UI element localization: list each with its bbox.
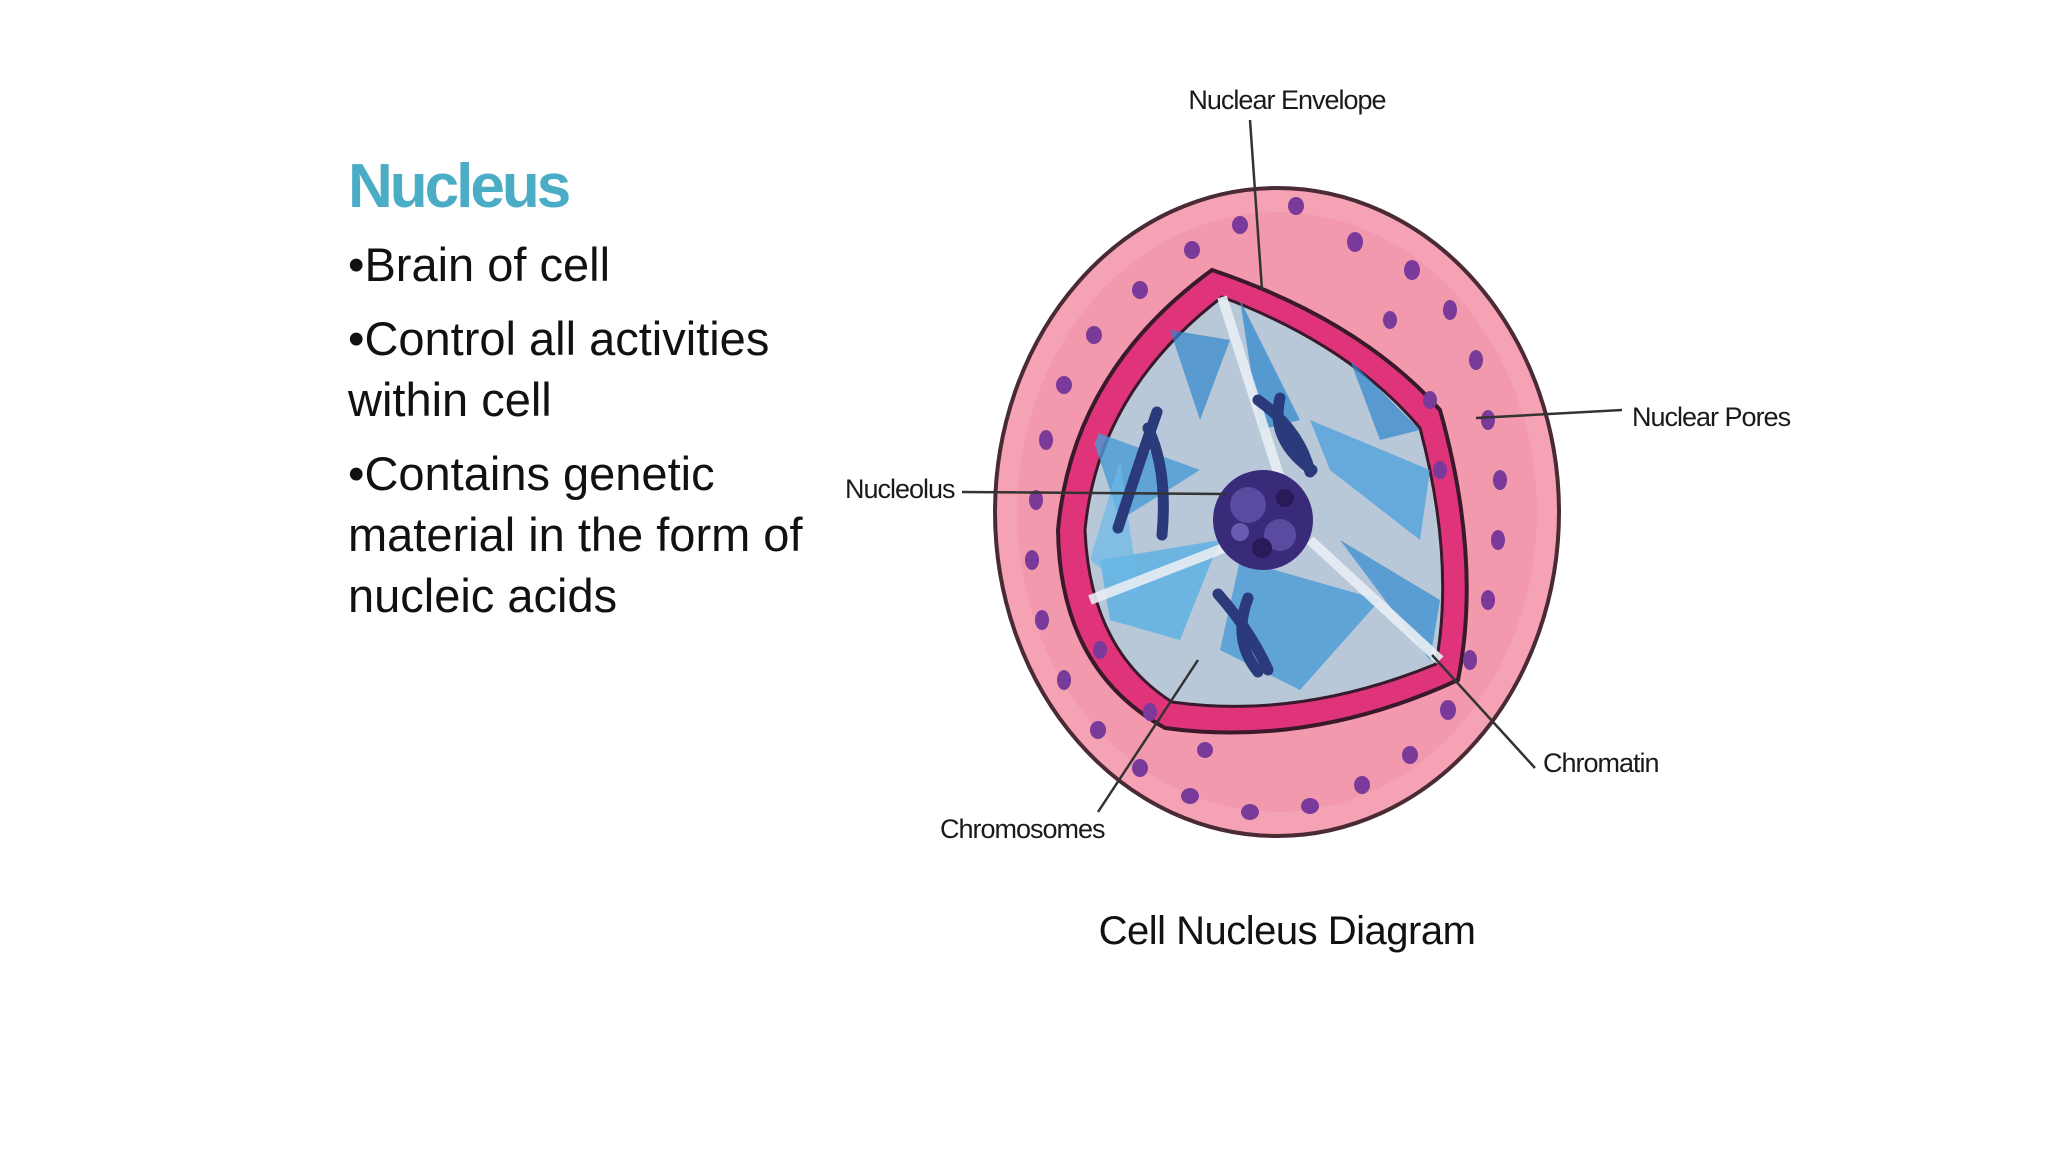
diagram-caption: Cell Nucleus Diagram xyxy=(1099,909,1476,953)
nucleolus xyxy=(1213,470,1313,570)
label-nucleolus: Nucleolus xyxy=(845,474,955,504)
label-nuclear-pores: Nuclear Pores xyxy=(1632,402,1791,432)
bullet-item: •Brain of cell xyxy=(348,238,611,292)
nuclear-pores xyxy=(1025,197,1507,820)
label-chromatin: Chromatin xyxy=(1543,748,1659,778)
leader-lines xyxy=(961,119,1623,813)
label-nuclear-envelope: Nuclear Envelope xyxy=(1188,85,1385,115)
bullet-list: •Brain of cell •Control all activities w… xyxy=(348,234,828,626)
bullet-item: •Contains genetic material in the form o… xyxy=(348,447,803,623)
bullet-item: •Control all activities within cell xyxy=(348,312,770,427)
chromosomes xyxy=(1112,392,1318,678)
label-chromosomes: Chromosomes xyxy=(940,814,1105,844)
slide-title: Nucleus xyxy=(348,152,571,221)
text-block: Nucleus •Brain of cell •Control all acti… xyxy=(348,150,828,639)
